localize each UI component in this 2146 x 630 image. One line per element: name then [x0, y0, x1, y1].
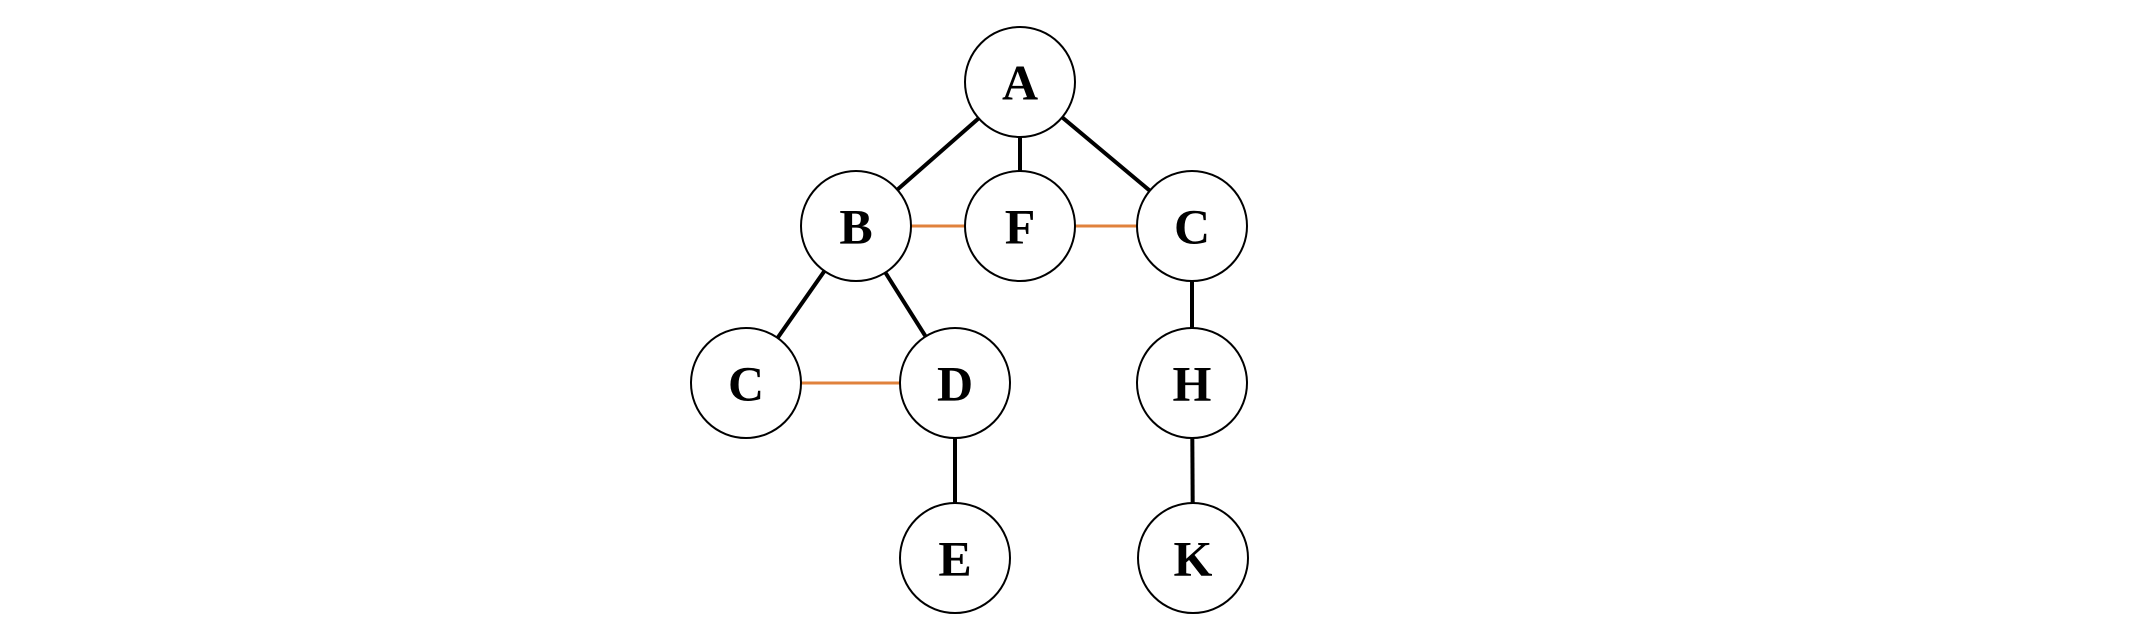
node-F: F: [964, 170, 1076, 282]
node-A: A: [964, 26, 1076, 138]
node-circle: [690, 327, 802, 439]
node-label: K: [1174, 531, 1213, 587]
node-D: D: [899, 327, 1011, 439]
node-circle: [899, 327, 1011, 439]
node-label: H: [1173, 356, 1212, 412]
node-circle: [1137, 502, 1249, 614]
node-label: D: [937, 356, 973, 412]
node-label: B: [839, 199, 872, 255]
node-C_top: C: [1136, 170, 1248, 282]
node-circle: [800, 170, 912, 282]
node-label: C: [1174, 199, 1210, 255]
node-label: F: [1005, 199, 1036, 255]
node-C_left: C: [690, 327, 802, 439]
nodes-layer: A B F C C D H E K: [690, 26, 1249, 614]
node-B: B: [800, 170, 912, 282]
node-circle: [964, 170, 1076, 282]
node-E: E: [899, 502, 1011, 614]
node-circle: [964, 26, 1076, 138]
node-circle: [1136, 170, 1248, 282]
node-circle: [1136, 327, 1248, 439]
node-label: C: [728, 356, 764, 412]
node-K: K: [1137, 502, 1249, 614]
node-H: H: [1136, 327, 1248, 439]
node-circle: [899, 502, 1011, 614]
node-label: A: [1002, 55, 1038, 111]
edges-layer: [744, 80, 1195, 559]
node-label: E: [938, 531, 971, 587]
